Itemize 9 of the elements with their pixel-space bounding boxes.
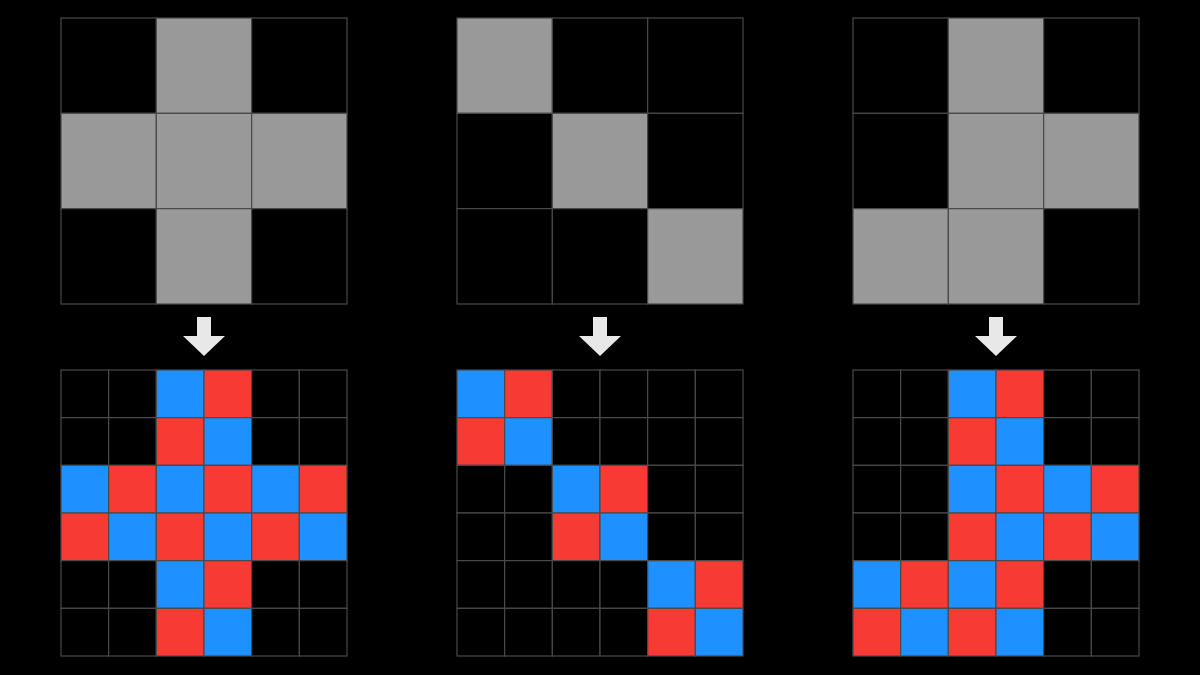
pixel-grid bbox=[456, 369, 744, 657]
pixel-grid bbox=[60, 17, 348, 305]
pixel-grid bbox=[456, 17, 744, 305]
pixel-grid bbox=[852, 17, 1140, 305]
pixel-grid bbox=[852, 369, 1140, 657]
down-arrow bbox=[183, 317, 225, 356]
down-arrow bbox=[579, 317, 621, 356]
pixel-grid bbox=[60, 369, 348, 657]
down-arrow bbox=[975, 317, 1017, 356]
